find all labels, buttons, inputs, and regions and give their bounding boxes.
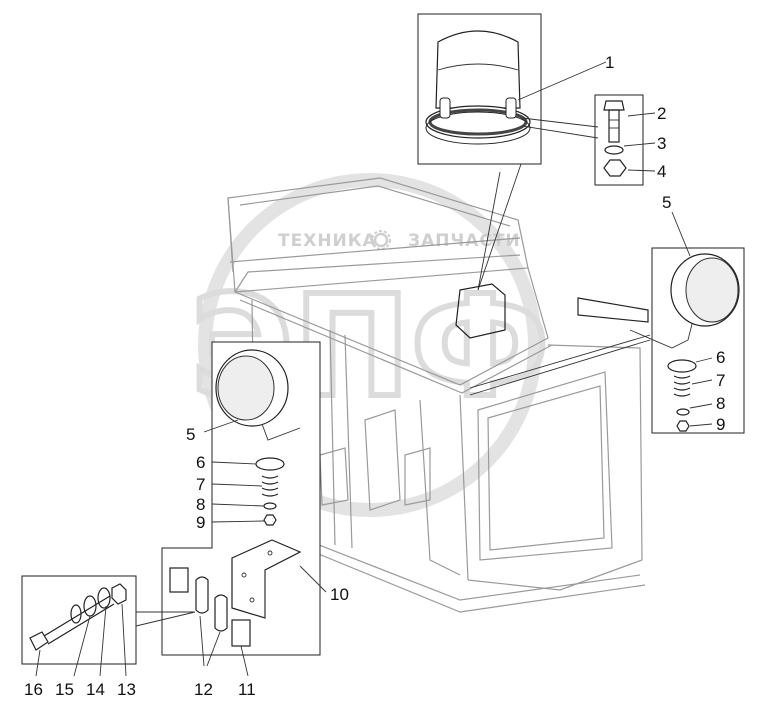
watermark-right-word: ЗАПЧАСТИ [408,231,521,251]
leader-lines [35,61,713,677]
callout-12: 12 [194,680,213,699]
callout-1: 1 [605,53,614,72]
callout-14: 14 [86,680,105,699]
fastener-set-beacon [521,94,644,186]
callout-2: 2 [657,104,666,123]
watermark-left-word: ТЕХНИКА [278,231,377,251]
callout-labels: 1 2 3 4 5 6 7 8 9 5 6 7 8 9 10 11 12 13 … [24,53,725,699]
callout-15: 15 [55,680,74,699]
callout-5-right: 5 [662,193,671,212]
callout-7-left: 7 [196,475,205,494]
callout-6-right: 6 [716,348,725,367]
callout-13: 13 [117,680,136,699]
watermark-gear-icon [371,230,391,250]
left-worklight-assembly [161,341,321,656]
mounting-bracket-set [169,539,302,647]
callout-3: 3 [657,134,666,153]
callout-8-left: 8 [196,495,205,514]
right-worklight-assembly [469,247,745,434]
fastener-set-clamp [21,575,196,665]
callout-16: 16 [24,680,43,699]
callout-10: 10 [330,585,349,604]
callout-4: 4 [657,162,666,181]
tractor-cab [227,177,646,613]
washer-icon [604,145,624,155]
hex-bolt-icon [29,631,49,651]
nut-icon [603,159,627,177]
callout-11: 11 [238,680,256,699]
beacon-assembly [417,13,542,339]
bolt-head-icon [603,100,625,111]
beacon-mount-bracket [455,283,506,339]
callout-9-left: 9 [196,513,205,532]
callout-9-right: 9 [716,415,725,434]
beacon-dome [435,30,521,109]
callout-8-right: 8 [716,394,725,413]
callout-6-left: 6 [196,453,205,472]
callout-7-right: 7 [716,371,725,390]
callout-5-left: 5 [186,425,195,444]
